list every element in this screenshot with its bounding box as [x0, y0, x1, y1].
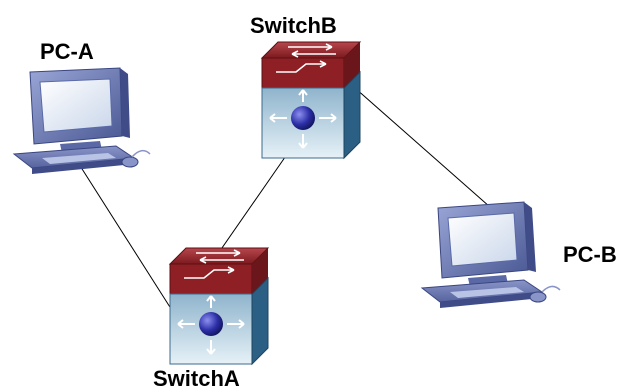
switch-a-icon — [168, 247, 270, 366]
switch-a-label: SwitchA — [153, 366, 240, 391]
link-pca-switcha — [69, 149, 176, 316]
links — [69, 87, 491, 316]
pc-b-icon — [420, 201, 561, 308]
switch-b-icon — [260, 41, 362, 160]
pc-a-label: PC-A — [40, 39, 94, 64]
link-switchb-pcb — [354, 87, 491, 208]
pc-b-label: PC-B — [563, 242, 617, 267]
pc-a-icon — [12, 67, 151, 174]
link-switcha-switchb — [214, 149, 291, 259]
switch-b-label: SwitchB — [250, 13, 337, 38]
